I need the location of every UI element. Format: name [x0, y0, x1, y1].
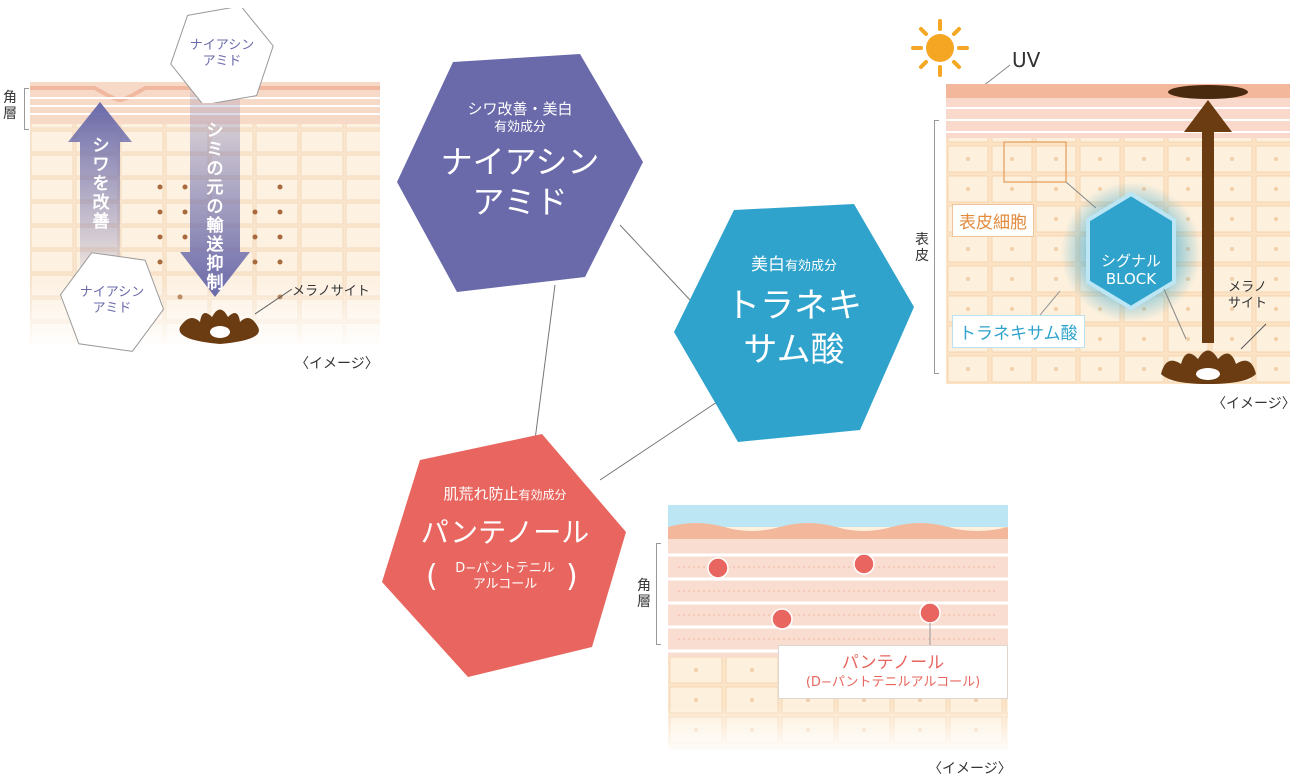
panthenol-paren-close: ) — [566, 559, 578, 594]
hex-panthenol: 肌荒れ防止有効成分 パンテノール ( D−パントテニル アルコール ) — [380, 432, 630, 680]
signal-block-line2: BLOCK — [1105, 270, 1157, 288]
tranexamic-title-line2: サム酸 — [743, 330, 845, 370]
right-melanocyte-line2: サイト — [1228, 296, 1268, 311]
left-hex-bottom: ナイアシン アミド — [58, 252, 166, 352]
arrow-down-transport — [180, 82, 250, 297]
panthenol-callout-line1: パンテノール — [841, 653, 945, 673]
right-melanocyte-line1: メラノ — [1228, 280, 1267, 295]
niacinamide-title-line1: ナイアシン — [440, 143, 600, 181]
bottom-skin-diagram: パンテノール (D−パントテニルアルコール) — [668, 505, 1008, 750]
left-skin-diagram: シワを改善 シミの元の輸送抑制 — [30, 82, 380, 344]
uv-label: UV — [1012, 48, 1041, 72]
left-image-caption: 〈イメージ〉 — [295, 356, 379, 372]
tranexamic-label-pointer — [1039, 290, 1061, 316]
hex-niacinamide: シワ改善・美白 有効成分 ナイアシン アミド — [395, 52, 645, 298]
connector-tranexamic-panthenol — [599, 399, 721, 481]
left-hex-top: ナイアシン アミド — [168, 5, 276, 106]
bottom-layer-bracket — [656, 543, 661, 645]
right-layer-bracket — [934, 120, 939, 374]
left-hex-top-line2: アミド — [202, 54, 242, 69]
panthenol-title: パンテノール — [420, 516, 590, 549]
melanin-arrow-head — [1184, 100, 1232, 132]
right-image-caption: 〈イメージ〉 — [1212, 396, 1296, 412]
tranexamic-subtitle-main: 美白 — [750, 255, 785, 275]
signal-block-hex — [1086, 191, 1176, 311]
corneum-dots — [678, 566, 998, 640]
signal-block-line1: シグナル — [1100, 252, 1161, 270]
panthenol-paren-open: ( — [426, 559, 438, 594]
panthenol-callout: パンテノール (D−パントテニルアルコール) — [778, 645, 1008, 699]
melanocyte-right — [1161, 350, 1256, 384]
panthenol-paren-line2: アルコール — [472, 577, 538, 592]
panthenol-dots — [707, 553, 941, 630]
tranexamic-title-line1: トラネキ — [726, 286, 862, 326]
bottom-skin-illustration — [668, 505, 1008, 750]
tranexamic-acid-label: トラネキサム酸 — [952, 315, 1085, 348]
melanocyte-left — [179, 309, 259, 344]
left-hex-top-line1: ナイアシン — [189, 38, 255, 53]
tranexamic-subtitle-small: 有効成分 — [784, 259, 837, 274]
niacinamide-subtitle-line1: シワ改善・美白 — [467, 100, 573, 118]
cell-highlight-box — [1003, 141, 1067, 183]
left-melanocyte-label: メラノサイト — [292, 284, 370, 299]
panthenol-callout-line2: (D−パントテニルアルコール) — [805, 675, 981, 690]
left-hex-bottom-line2: アミド — [92, 301, 132, 316]
connector-niacinamide-tranexamic — [619, 224, 691, 301]
melanocyte-pointer-left — [254, 288, 293, 315]
niacinamide-subtitle-line2: 有効成分 — [493, 120, 546, 135]
left-layer-label: 角層 — [3, 90, 17, 122]
panthenol-subtitle-small: 有効成分 — [518, 488, 567, 502]
panthenol-subtitle-main: 肌荒れ防止 — [443, 485, 519, 503]
bottom-layer-label: 角層 — [637, 578, 651, 610]
bottom-image-caption: 〈イメージ〉 — [928, 761, 1012, 777]
niacinamide-title-line2: アミド — [472, 183, 568, 221]
connector-niacinamide-panthenol — [534, 284, 556, 441]
arrow-up-wrinkle — [68, 102, 132, 272]
epidermal-cell-label: 表皮細胞 — [952, 204, 1034, 237]
hex-tranexamic: 美白有効成分 トラネキ サム酸 — [672, 202, 916, 444]
right-layer-label: 表皮 — [915, 232, 929, 264]
arrow-down-text: シミの元の輸送抑制 — [206, 121, 224, 293]
dark-spot — [1168, 85, 1248, 99]
panthenol-paren-line1: D−パントテニル — [455, 561, 555, 576]
sun-icon — [911, 19, 969, 77]
left-hex-bottom-line1: ナイアシン — [79, 285, 145, 300]
arrow-up-text: シワを改善 — [92, 136, 110, 232]
left-skin-illustration — [30, 82, 380, 344]
left-layer-bracket — [24, 88, 29, 130]
